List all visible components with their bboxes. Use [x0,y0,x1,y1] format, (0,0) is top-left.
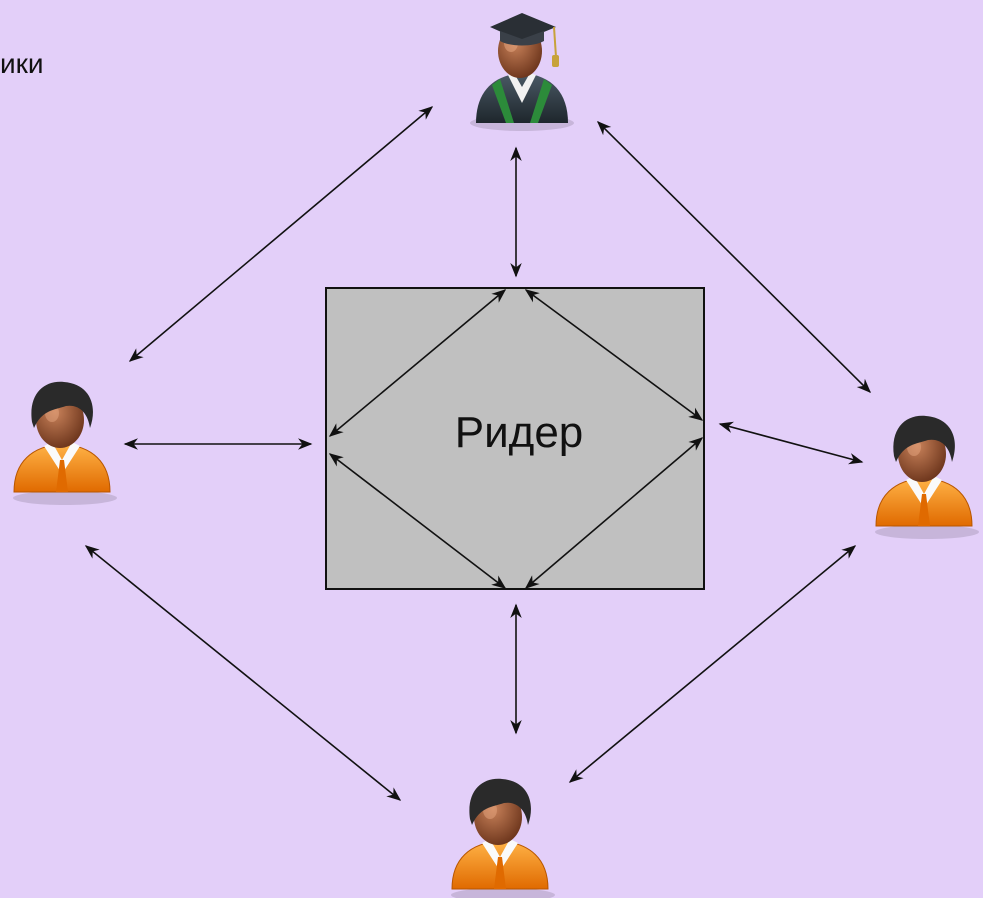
student-right-icon [875,415,979,539]
arrow-right-student-bottom-student [568,545,857,783]
inner-arrow-bottom-right [524,437,704,589]
student-bottom-icon [451,778,555,898]
arrow-box-right-student [718,421,864,465]
reader-label: Ридер [455,408,584,457]
arrow-teacher-left-student [128,106,434,362]
arrow-teacher-right-student [596,120,872,394]
inner-arrow-top-left [328,289,507,437]
graduate-teacher-icon [470,13,574,131]
student-left-icon [13,381,117,505]
inner-arrow-bottom-left [328,453,507,589]
arrow-left-student-bottom-student [84,545,402,801]
partial-title: ики [0,48,44,79]
outer-arrows [84,106,872,801]
